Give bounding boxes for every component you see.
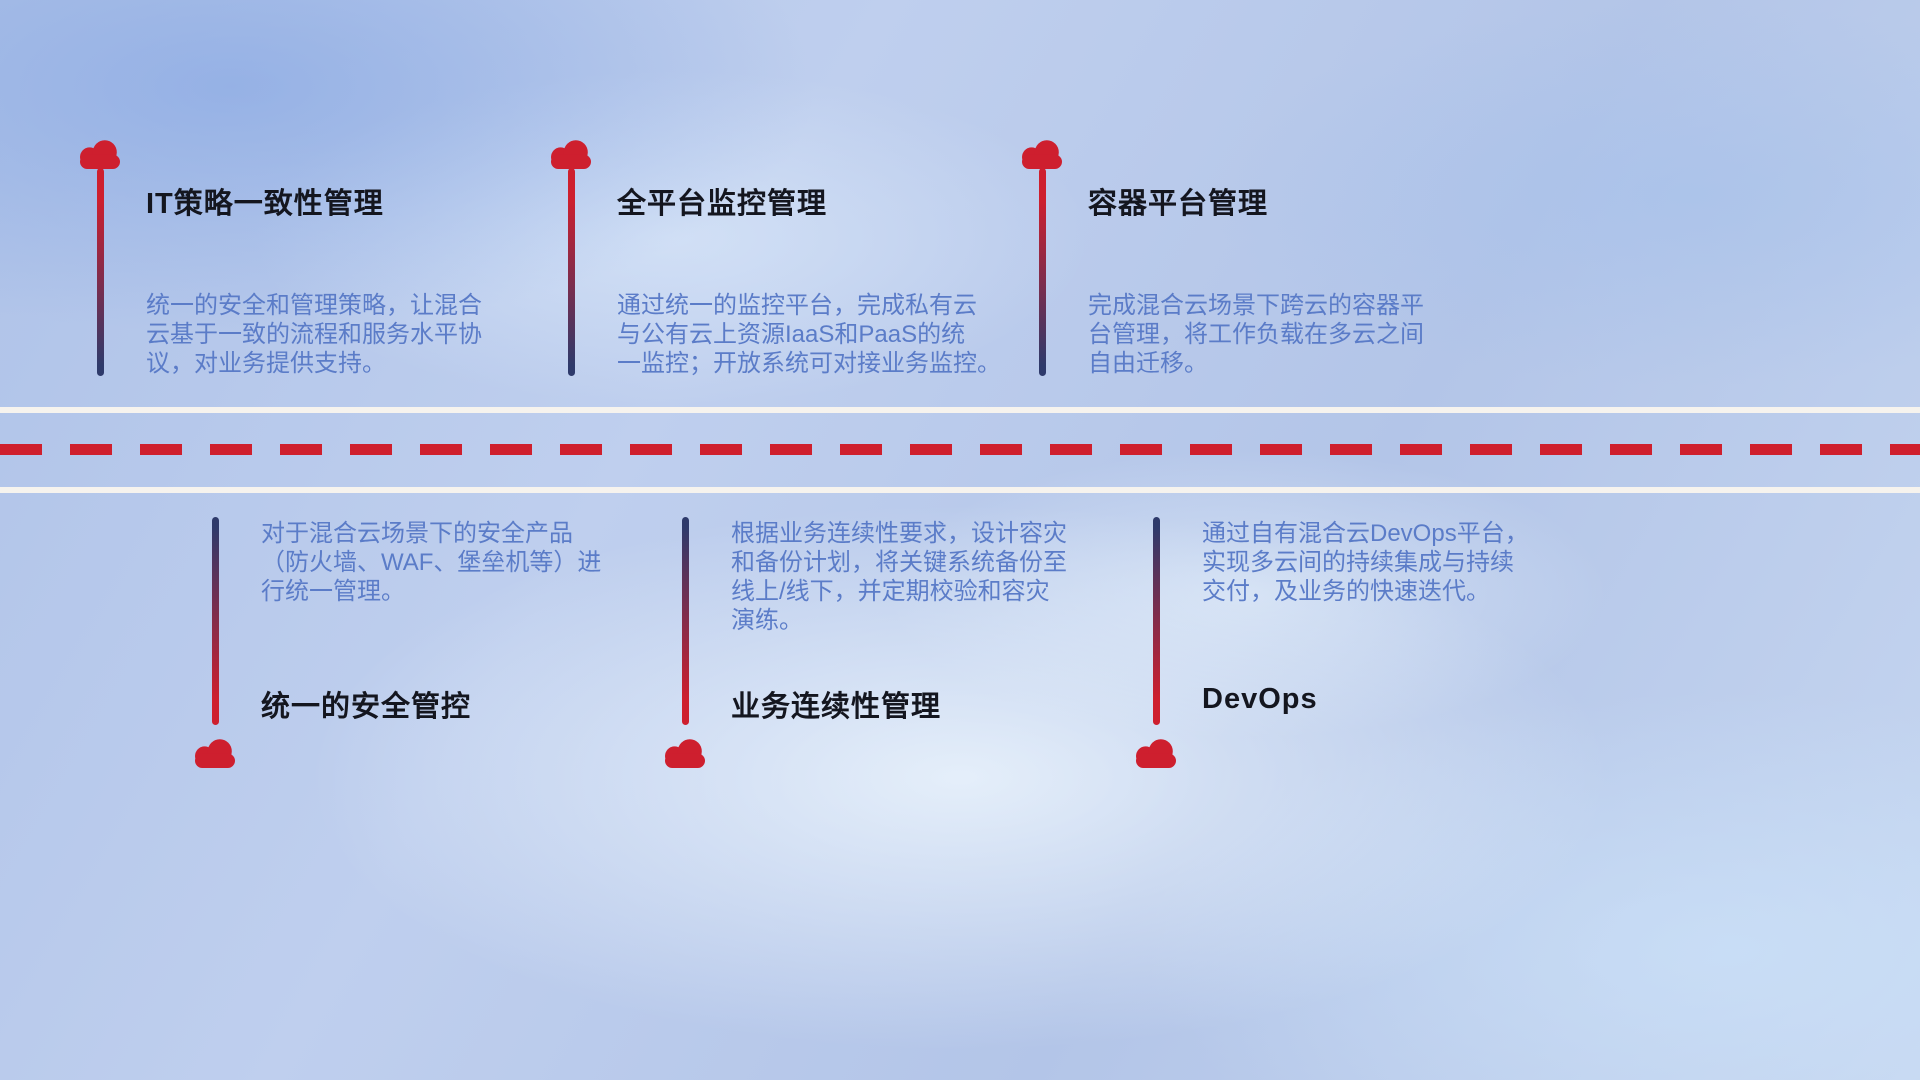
connector-line [682, 517, 689, 725]
feature-item-security-control: 统一的安全管控 对于混合云场景下的安全产品 （防火墙、WAF、堡垒机等）进 行统… [195, 515, 695, 775]
feature-item-business-continuity: 业务连续性管理 根据业务连续性要求，设计容灾 和备份计划，将关键系统备份至 线上… [665, 515, 1165, 775]
cloud-icon [547, 136, 595, 170]
feature-item-monitoring: 全平台监控管理 通过统一的监控平台，完成私有云 与公有云上资源IaaS和PaaS… [551, 136, 1051, 396]
road-bottom-line [0, 487, 1920, 493]
cloud-icon [191, 735, 239, 769]
item-desc: 通过统一的监控平台，完成私有云 与公有云上资源IaaS和PaaS的统 一监控；开… [617, 292, 1001, 377]
cloud-icon [661, 735, 709, 769]
cloud-icon [1132, 735, 1180, 769]
road-center-dashed-line [0, 444, 1920, 455]
connector-line [212, 517, 219, 725]
item-title: 统一的安全管控 [261, 691, 472, 723]
connector-line [568, 168, 575, 376]
item-desc: 统一的安全和管理策略，让混合 云基于一致的流程和服务水平协 议，对业务提供支持。 [146, 292, 482, 377]
item-desc: 通过自有混合云DevOps平台， 实现多云间的持续集成与持续 交付，及业务的快速… [1202, 520, 1529, 605]
road-top-line [0, 407, 1920, 413]
feature-item-it-policy: IT策略一致性管理 统一的安全和管理策略，让混合 云基于一致的流程和服务水平协 … [80, 136, 580, 396]
feature-item-container-platform: 容器平台管理 完成混合云场景下跨云的容器平 台管理，将工作负载在多云之间 自由迁… [1022, 136, 1522, 396]
item-desc: 对于混合云场景下的安全产品 （防火墙、WAF、堡垒机等）进 行统一管理。 [261, 520, 602, 605]
item-title: DevOps [1202, 683, 1318, 715]
item-title: IT策略一致性管理 [146, 188, 384, 220]
cloud-icon [76, 136, 124, 170]
connector-line [1153, 517, 1160, 725]
item-title: 业务连续性管理 [731, 691, 942, 723]
item-desc: 完成混合云场景下跨云的容器平 台管理，将工作负载在多云之间 自由迁移。 [1088, 292, 1424, 377]
item-desc: 根据业务连续性要求，设计容灾 和备份计划，将关键系统备份至 线上/线下，并定期校… [731, 520, 1067, 634]
feature-item-devops: DevOps 通过自有混合云DevOps平台， 实现多云间的持续集成与持续 交付… [1136, 515, 1636, 775]
item-title: 全平台监控管理 [617, 188, 828, 220]
cloud-icon [1018, 136, 1066, 170]
item-title: 容器平台管理 [1088, 188, 1269, 220]
connector-line [1039, 168, 1046, 376]
connector-line [97, 168, 104, 376]
